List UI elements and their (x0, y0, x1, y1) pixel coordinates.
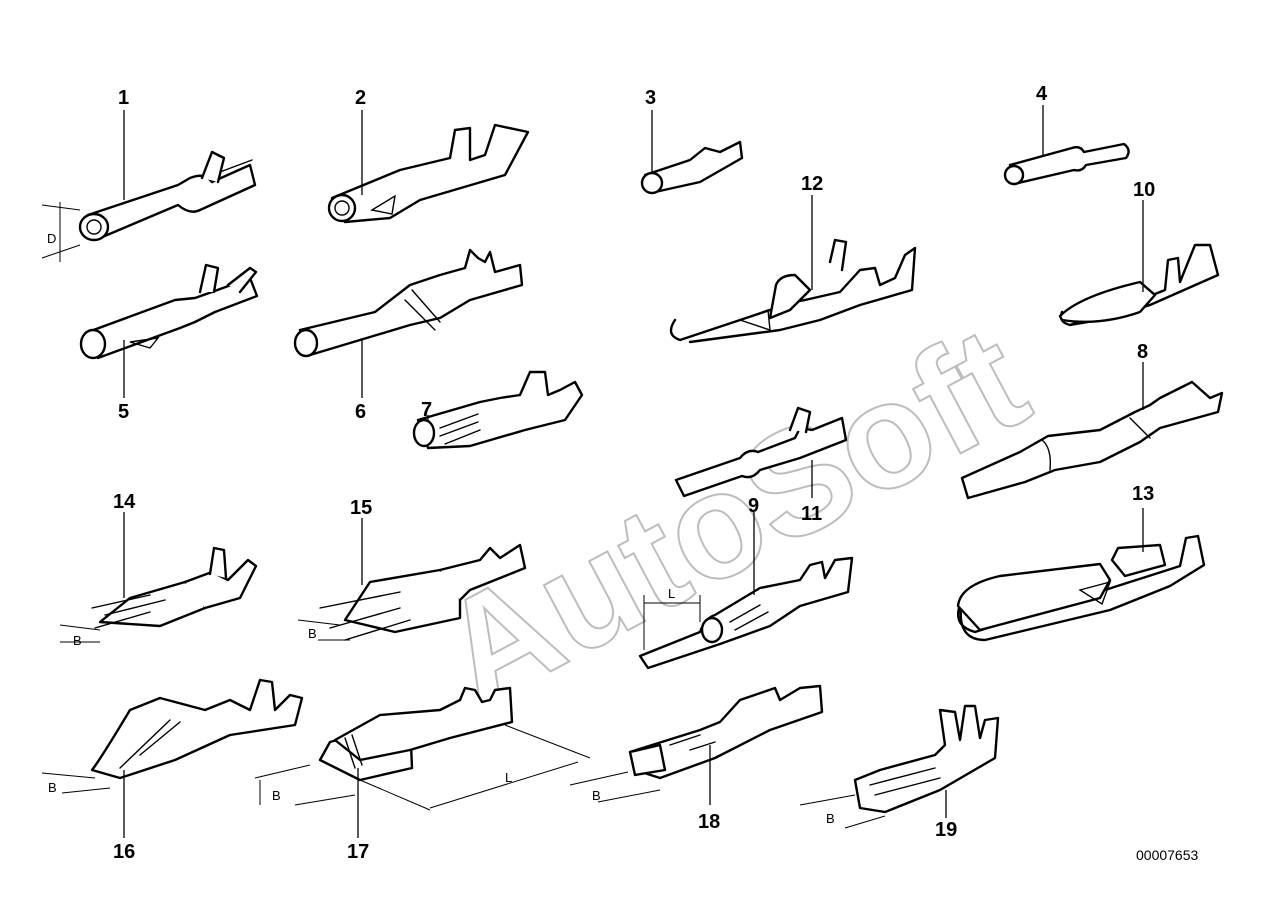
part-18-tab-receptacle (569, 684, 824, 805)
part-17-tab-receptacle (254, 686, 591, 838)
callout-5: 5 (118, 401, 129, 423)
callout-18: 18 (698, 811, 720, 833)
callout-9: 9 (748, 495, 759, 517)
callout-4: 4 (1036, 83, 1048, 105)
dimension-label-b-14: B (73, 633, 82, 648)
part-5-tube-socket (79, 263, 259, 398)
dimension-label-b-16: B (48, 780, 57, 795)
dimension-label-b-17: B (272, 788, 281, 803)
callout-15: 15 (350, 497, 372, 519)
callout-17: 17 (347, 841, 369, 863)
dimension-label-d: D (47, 231, 56, 246)
callout-11: 11 (801, 503, 822, 525)
part-19-flat-receptacle (799, 704, 1000, 829)
part-9-pin-with-dimension (638, 512, 854, 670)
watermark: AutoSoft (413, 293, 1051, 739)
part-11-pin (674, 406, 848, 498)
reference-number: 00007653 (1136, 847, 1199, 863)
dimension-label-b-19: B (826, 811, 835, 826)
callout-12: 12 (801, 173, 823, 195)
part-10-bullet-pin (1058, 200, 1220, 327)
callout-16: 16 (113, 841, 135, 863)
dimension-label-b-15: B (308, 626, 317, 641)
callout-3: 3 (645, 87, 656, 109)
callout-19: 19 (935, 819, 957, 841)
dimension-label-l-9: L (668, 586, 675, 601)
callout-6: 6 (355, 401, 366, 423)
part-2-open-barrel-socket (327, 110, 530, 224)
part-12-bullet-pin (669, 195, 917, 344)
part-4-small-pin (1003, 105, 1130, 186)
part-6-flared-socket (293, 248, 524, 398)
part-3-small-socket (640, 110, 744, 195)
part-14-flat-receptacle (59, 512, 258, 643)
part-15-box-receptacle (297, 518, 527, 641)
part-7-slotted-socket (412, 370, 584, 450)
dimension-label-b-18: B (592, 788, 601, 803)
callout-2: 2 (355, 87, 366, 109)
dimension-label-l-17: L (505, 770, 512, 785)
callout-8: 8 (1137, 341, 1148, 363)
callout-1: 1 (118, 87, 129, 109)
part-8-long-pin (960, 362, 1224, 500)
callout-13: 13 (1132, 483, 1154, 505)
part-1-round-socket (41, 110, 257, 262)
part-16-angled-receptacle (41, 678, 304, 838)
callout-10: 10 (1133, 179, 1155, 201)
part-13-large-bullet-pin (956, 508, 1206, 642)
callout-7: 7 (421, 399, 432, 421)
callout-14: 14 (113, 491, 136, 513)
